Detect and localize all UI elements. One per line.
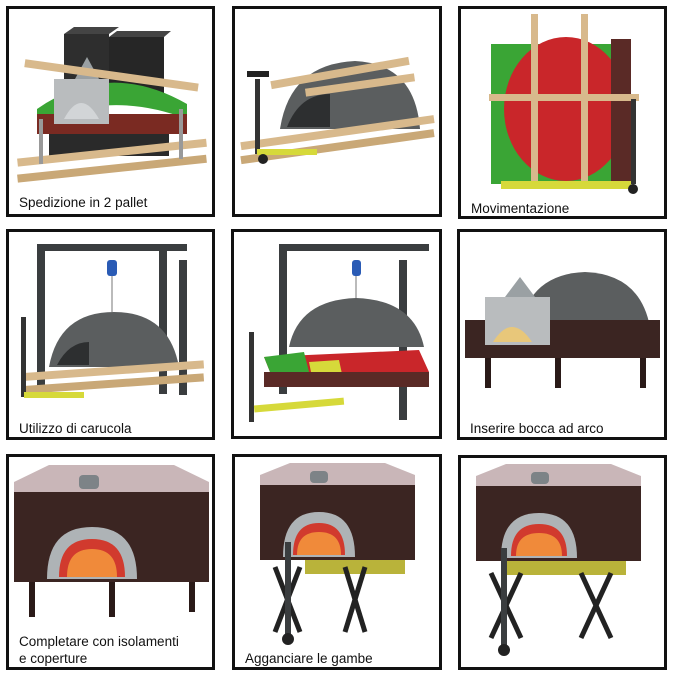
insulation-covering-illustration (14, 465, 209, 617)
step-panel-7: Completare con isolamenti e coperture (6, 454, 215, 670)
step-caption: Inserire bocca ad arco (470, 421, 604, 436)
dome-on-pallet-illustration (240, 56, 435, 165)
pulley-lift-illustration (21, 244, 205, 398)
arch-insert-illustration (465, 272, 660, 388)
step-panel-6: Inserire bocca ad arco (457, 229, 667, 440)
step-caption: Completare con isolamenti e coperture (19, 634, 179, 666)
step-caption: Utilizzo di carucola (19, 421, 132, 436)
step-panel-1: Spedizione in 2 pallet (6, 6, 215, 217)
step-panel-2 (232, 6, 442, 217)
moving-upright-oven-illustration (489, 14, 639, 194)
step-caption: Movimentazione (471, 201, 570, 216)
attach-legs-illustration (260, 463, 415, 645)
step-panel-8: Agganciare le gambe (232, 454, 442, 670)
step-caption: Spedizione in 2 pallet (19, 195, 148, 210)
completed-oven-illustration (476, 464, 641, 656)
step-panel-9 (458, 455, 667, 670)
step-panel-4: Utilizzo di carucola (6, 229, 215, 440)
step-panel-3: Movimentazione (458, 6, 667, 219)
step-panel-5 (231, 229, 442, 439)
pallet-shipping-illustration (17, 27, 207, 183)
step-caption: Agganciare le gambe (245, 651, 373, 666)
dome-placement-illustration (249, 244, 429, 422)
